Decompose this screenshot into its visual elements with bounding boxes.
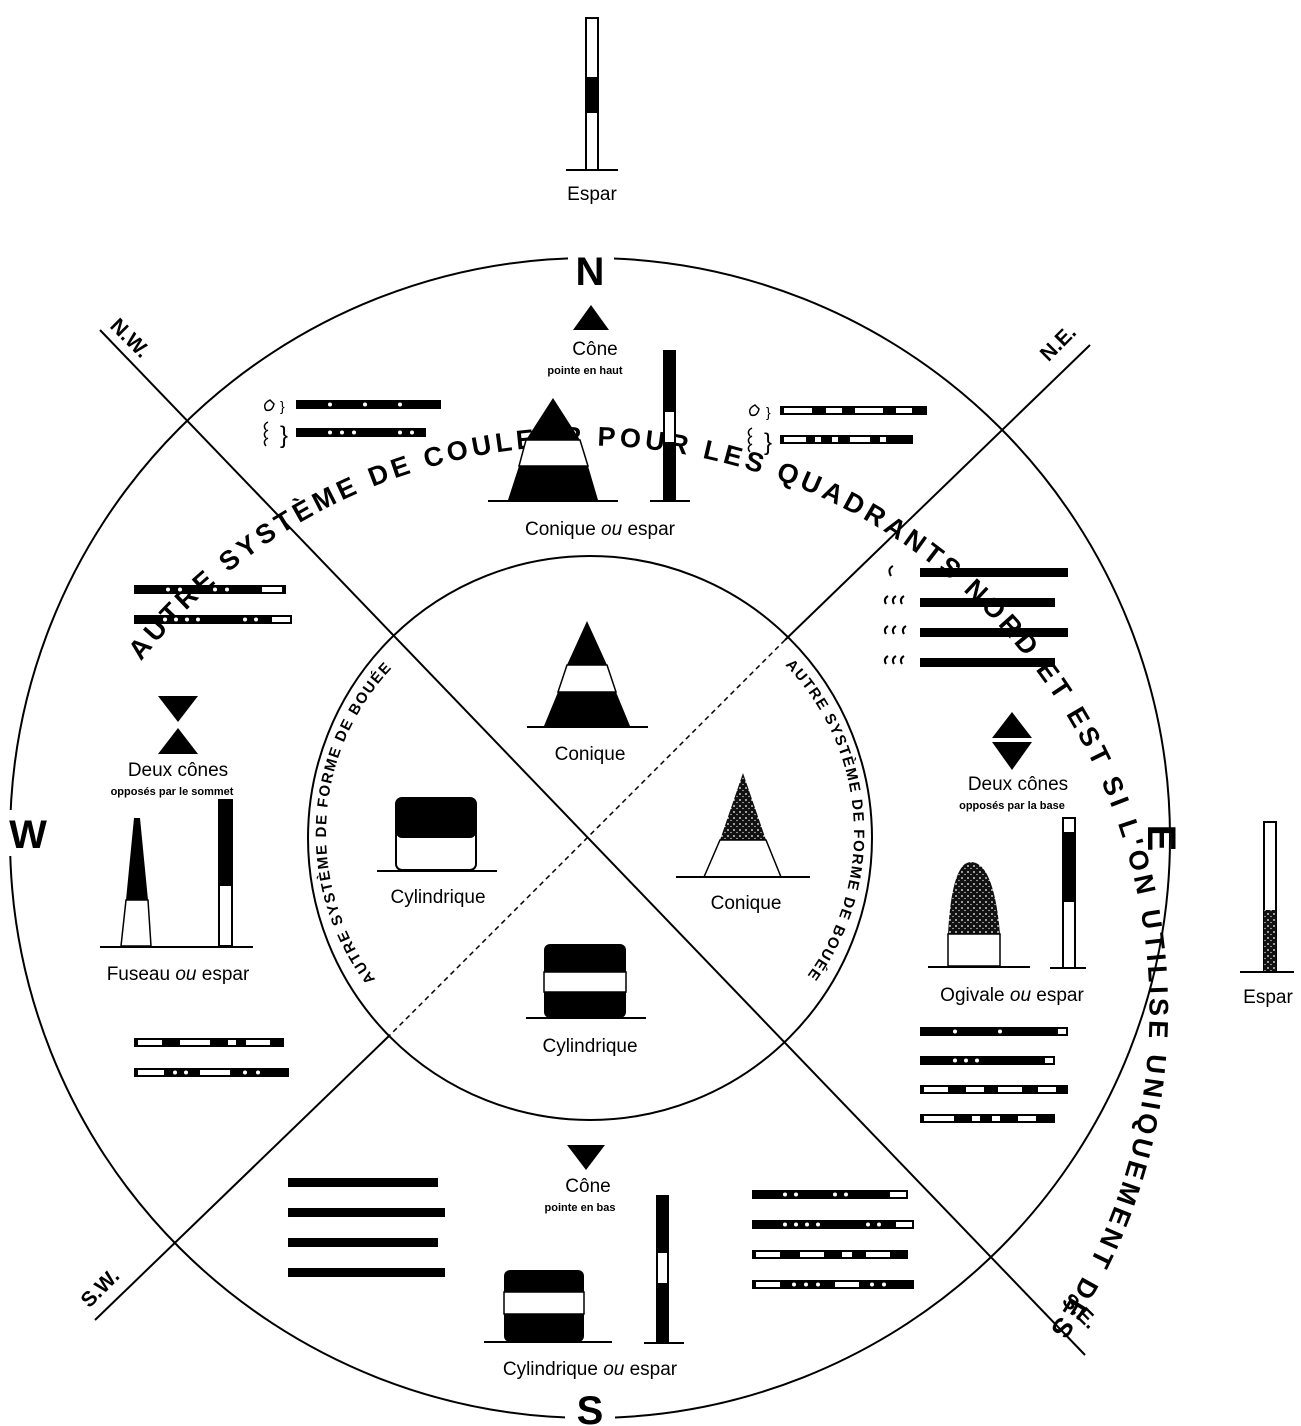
cardinal-east: E: [1139, 825, 1183, 852]
south-cylindrical-buoy: [484, 1270, 612, 1343]
west-espar: [218, 799, 233, 947]
svg-text:}: }: [764, 429, 772, 456]
label-sw: S.W.: [77, 1265, 125, 1313]
east-caption: Ogivale ou espar: [940, 985, 1084, 1006]
west-topmark-label: Deux cônes: [128, 760, 228, 781]
sw-line: [94, 1034, 391, 1321]
south-light-bars-solid: [288, 1178, 445, 1277]
inner-north-conical-buoy: [527, 621, 648, 728]
inner-circle: [307, 555, 873, 1121]
west-topmark-two-cones-point: [158, 696, 198, 754]
svg-text:}: }: [766, 404, 771, 420]
east-espar: [1050, 817, 1086, 969]
inner-south-label: Cylindrique: [542, 1036, 637, 1057]
center-dashed-line: [389, 639, 786, 1036]
north-caption: Conique ou espar: [525, 519, 676, 540]
inner-south-cylindrical-buoy: [526, 944, 646, 1019]
north-topmark-cone-up: [573, 305, 609, 330]
ne-center-line: [784, 344, 1091, 641]
espar-right-label: Espar: [1243, 987, 1293, 1008]
inner-east-conical-buoy: [676, 773, 810, 878]
east-ogival-buoy: [928, 861, 1030, 968]
east-topmark-label: Deux cônes: [968, 774, 1068, 795]
svg-text:}: }: [280, 422, 288, 449]
ne-light-bars: } }: [747, 404, 927, 456]
south-topmark-cone-down: [567, 1145, 605, 1170]
inner-west-cylindrical-buoy: [377, 797, 497, 872]
nw-se-line: [99, 329, 1086, 1356]
north-espar: [650, 350, 690, 502]
south-espar: [644, 1195, 684, 1344]
label-nw: N.W.: [105, 314, 153, 362]
cardinal-north: N: [576, 250, 605, 294]
cardinal-west: W: [9, 813, 47, 857]
north-topmark-label: Cône: [572, 339, 617, 360]
inner-east-label: Conique: [711, 893, 782, 914]
inner-west-label: Cylindrique: [390, 887, 485, 908]
east-topmark-sublabel: opposés par la base: [959, 800, 1065, 812]
east-light-bars-lower: [920, 1027, 1068, 1123]
cardinal-south: S: [577, 1389, 604, 1426]
south-caption: Cylindrique ou espar: [503, 1359, 678, 1380]
north-conical-buoy: [488, 398, 618, 502]
nw-light-bars: } }: [263, 398, 441, 449]
svg-text:}: }: [280, 398, 285, 414]
south-topmark-label: Cône: [565, 1176, 610, 1197]
west-topmark-sublabel: opposés par le sommet: [111, 786, 234, 798]
west-light-bars-upper: [134, 585, 292, 624]
north-topmark-sublabel: pointe en haut: [547, 365, 623, 377]
east-light-bars-solid: [883, 565, 1068, 667]
inner-north-label: Conique: [555, 744, 626, 765]
espar-top: [566, 17, 618, 171]
espar-right: [1240, 821, 1294, 973]
south-topmark-sublabel: pointe en bas: [545, 1202, 616, 1214]
west-caption: Fuseau ou espar: [107, 964, 250, 985]
espar-top-label: Espar: [567, 184, 617, 205]
se-light-bars: [752, 1190, 914, 1289]
west-light-bars-lower: [134, 1038, 289, 1077]
east-topmark-two-cones-base: [992, 712, 1032, 770]
